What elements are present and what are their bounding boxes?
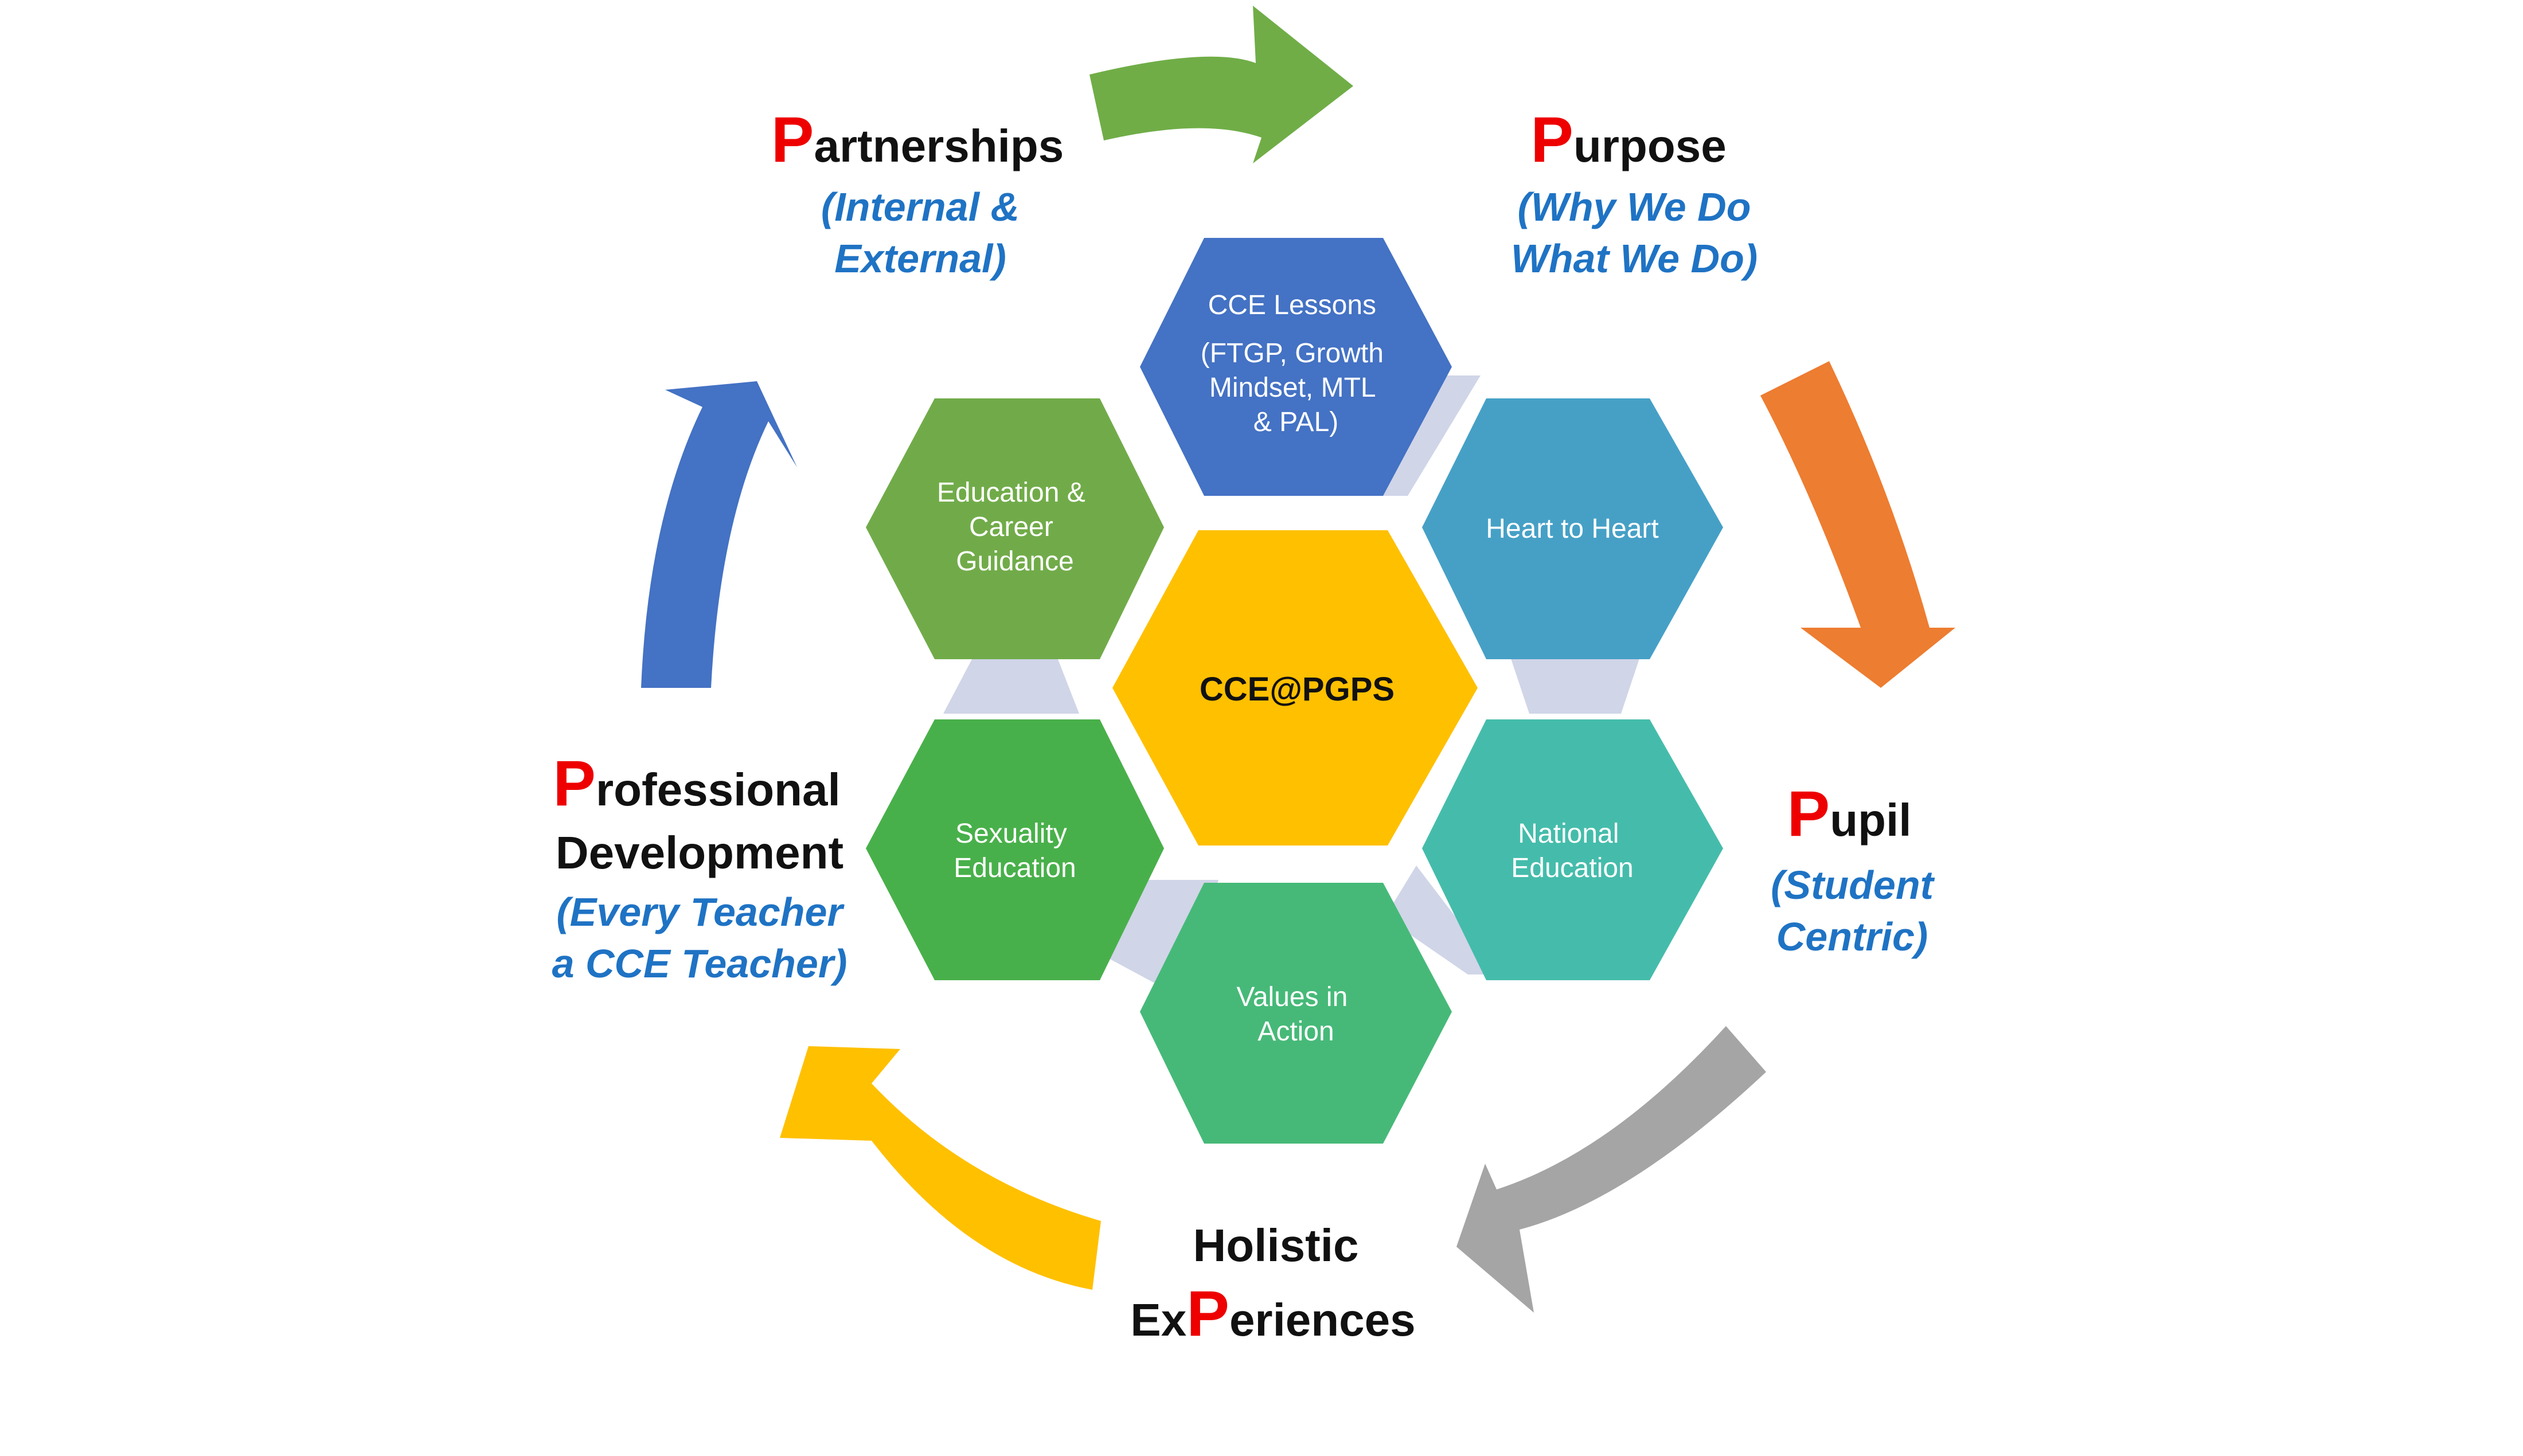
hex-national-education: National Education	[1422, 719, 1723, 980]
pillar-title: Professional	[553, 747, 841, 819]
pillar-subtitle: Centric)	[1776, 914, 1928, 959]
pillar-title: Holistic	[1193, 1220, 1359, 1271]
pillar-initial: P	[1186, 1278, 1229, 1349]
pillar-title-rest: artnerships	[814, 120, 1064, 171]
pillar-subtitle: External)	[834, 236, 1006, 281]
svg-text:Heart to Heart: Heart to Heart	[1486, 514, 1658, 544]
pillar-holistic-experiences: Holistic ExPeriences	[1130, 1220, 1415, 1349]
arrow-professional-to-partnerships	[641, 381, 797, 688]
hex-line: CCE Lessons	[1208, 290, 1376, 320]
pillar-title-part: eriences	[1229, 1294, 1416, 1345]
hex-line: Career	[969, 512, 1053, 542]
pillar-title: Pupil	[1787, 778, 1912, 850]
pillar-pupil: Pupil (Student Centric)	[1771, 778, 1935, 959]
pillar-subtitle: What We Do)	[1511, 236, 1757, 281]
pillar-subtitle: (Why We Do	[1517, 185, 1751, 229]
pillar-initial: P	[1787, 778, 1830, 850]
pillar-title-rest: rofessional	[596, 764, 841, 815]
pillar-initial: P	[553, 747, 596, 819]
hex-cce-lessons: CCE Lessons (FTGP, Growth Mindset, MTL &…	[1140, 238, 1452, 496]
hex-line: Education	[954, 853, 1076, 883]
arrow-purpose-to-pupil	[1760, 361, 1955, 688]
pillar-title-rest: urpose	[1573, 120, 1727, 171]
pillar-partnerships: Partnerships (Internal & External)	[771, 104, 1064, 281]
arrow-pupil-to-holistic	[1456, 1026, 1766, 1313]
hex-line: Education	[1511, 853, 1634, 883]
hex-shape	[1140, 883, 1452, 1144]
hex-shape	[1422, 719, 1723, 980]
hex-education-career-guidance: Education & Career Guidance	[866, 398, 1164, 659]
hex-shape	[1140, 238, 1452, 496]
pillar-purpose: Purpose (Why We Do What We Do)	[1511, 104, 1757, 281]
svg-text:Sexuality Education: Sexuality Education	[954, 819, 1076, 883]
pillar-title: Partnerships	[771, 104, 1064, 175]
pillar-title: Purpose	[1530, 104, 1726, 175]
connector-edu-sexuality	[943, 659, 1079, 714]
pillar-initial: P	[771, 104, 814, 175]
pillar-initial: P	[1530, 104, 1573, 175]
hex-line: & PAL)	[1253, 407, 1339, 437]
hex-heart-to-heart: Heart to Heart	[1422, 398, 1723, 659]
hex-sexuality-education: Sexuality Education	[866, 719, 1164, 980]
svg-text:Education & Career: Education & Career Guidance	[937, 477, 1093, 577]
hex-shape	[866, 719, 1164, 980]
hex-shape	[1422, 398, 1723, 659]
pillar-professional-development: Professional Development (Every Teacher …	[552, 747, 847, 986]
pillar-subtitle: (Every Teacher	[556, 890, 845, 934]
connector-cce-heart	[1372, 375, 1481, 496]
cycle-arrows	[641, 6, 1955, 1313]
svg-text:Values in Action: Values in Action	[1236, 982, 1355, 1047]
hex-shape	[1112, 530, 1478, 846]
svg-text:CCE Lessons (FTGP, Growt: CCE Lessons (FTGP, Growth Mindset, MTL &…	[1201, 290, 1392, 437]
pillar-title-part: Ex	[1130, 1294, 1186, 1345]
hex-line: Mindset, MTL	[1209, 373, 1376, 403]
pillar-title-line2: ExPeriences	[1130, 1278, 1415, 1349]
pillar-subtitle: (Internal &	[821, 185, 1020, 229]
hex-line: Education &	[937, 477, 1085, 508]
arrow-partnerships-to-purpose	[1089, 6, 1353, 163]
pillar-title-line2: Development	[556, 827, 843, 878]
hex-line: (FTGP, Growth	[1201, 338, 1384, 369]
pillar-title-rest: upil	[1830, 794, 1911, 846]
hex-line: Guidance	[956, 546, 1073, 577]
center-label: CCE@PGPS	[1200, 671, 1395, 708]
arrow-holistic-to-professional	[780, 1046, 1101, 1290]
pillar-subtitle: a CCE Teacher)	[552, 941, 847, 986]
hex-line: Heart to Heart	[1486, 514, 1658, 544]
hex-values-in-action: Values in Action	[1140, 883, 1452, 1144]
connector-heart-national	[1509, 653, 1641, 714]
svg-text:National Education: National Education	[1511, 819, 1634, 883]
hex-line: Values in	[1236, 982, 1348, 1012]
hex-line: National	[1518, 819, 1619, 849]
hex-line: Sexuality	[955, 819, 1067, 849]
hex-line: Action	[1257, 1016, 1334, 1047]
pillar-subtitle: (Student	[1771, 863, 1935, 907]
hex-shape	[866, 398, 1164, 659]
hex-center: CCE@PGPS	[1112, 530, 1478, 846]
